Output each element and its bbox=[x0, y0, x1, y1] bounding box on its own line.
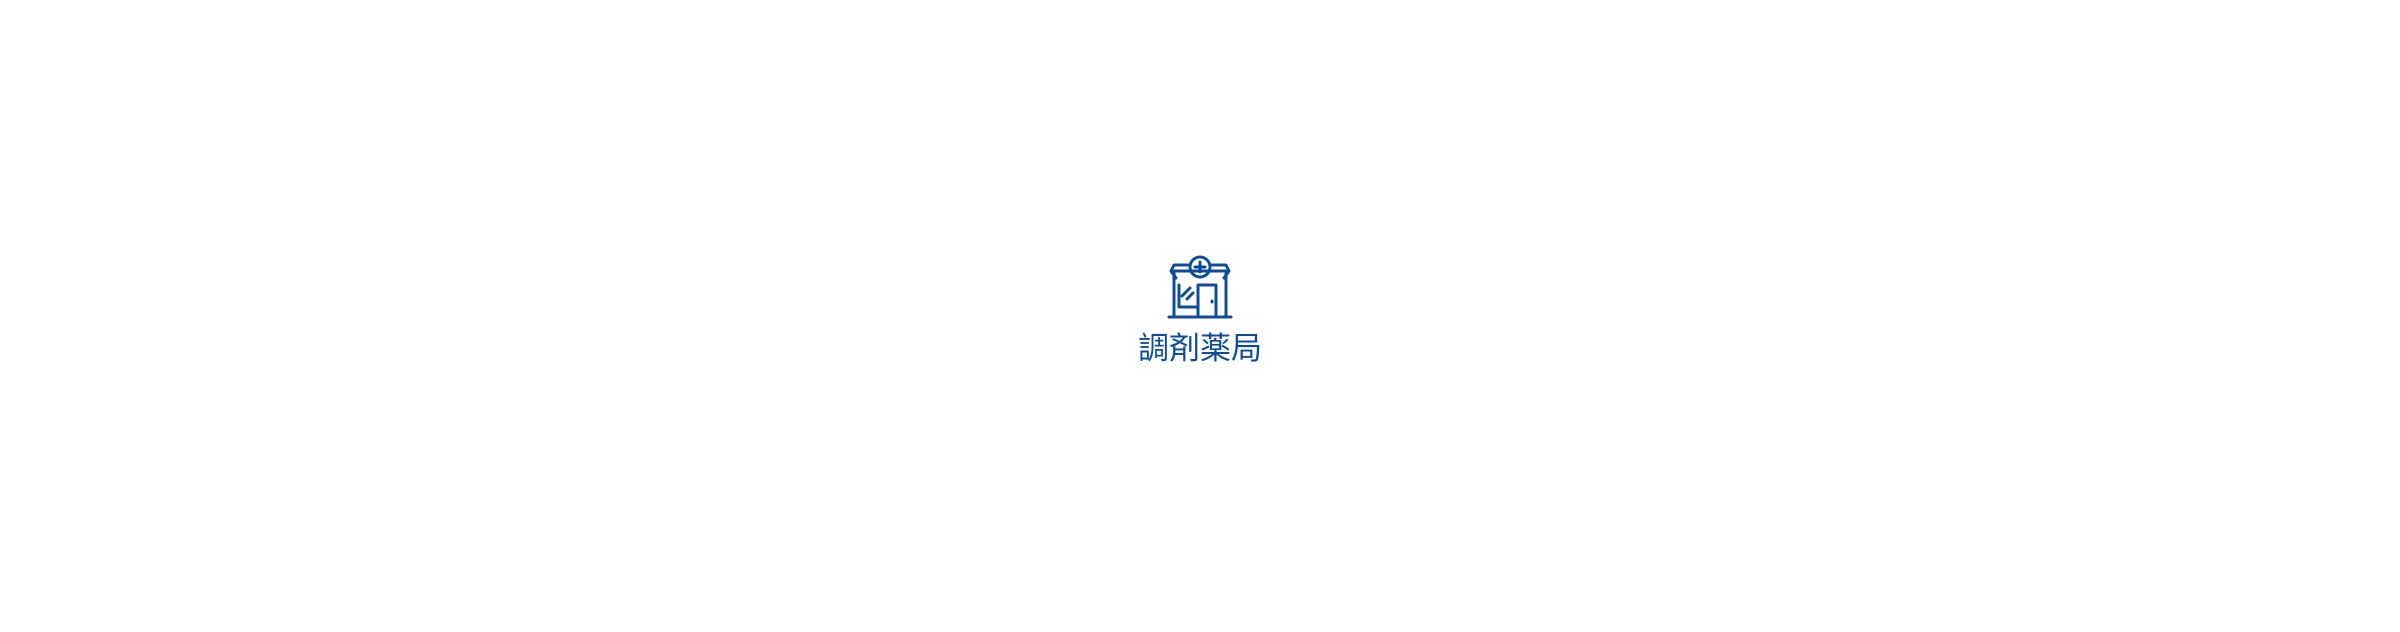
pharmacy-tile[interactable]: 調剤薬局 bbox=[1120, 255, 1280, 385]
pharmacy-store-icon bbox=[1165, 255, 1235, 323]
pharmacy-label: 調剤薬局 bbox=[1138, 331, 1262, 367]
